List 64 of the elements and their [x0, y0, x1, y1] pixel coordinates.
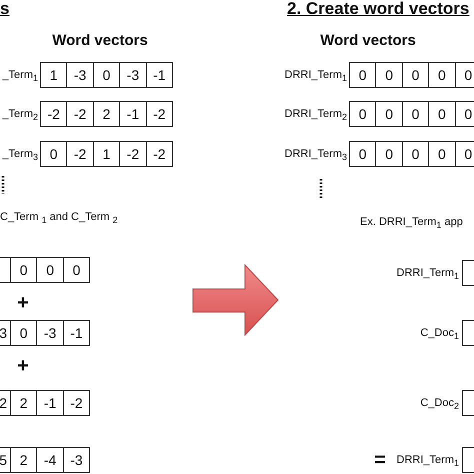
vector-cell: -3 — [36, 320, 64, 346]
plus-sign: + — [16, 293, 30, 313]
vector-cell: 0 — [454, 62, 474, 88]
vector-cell: 0 — [375, 101, 403, 127]
vector-cell: 0 — [92, 62, 120, 88]
vector-cell: 3 — [0, 320, 11, 346]
vector-cell: 2 — [0, 390, 11, 416]
vector-cell: 1 — [40, 62, 68, 88]
vector-cell: -1 — [36, 390, 64, 416]
vector-cell: 0 — [428, 141, 456, 167]
vector-cell: 0 — [402, 101, 430, 127]
row-label: DRRI_Term$_{1}$ — [396, 453, 460, 470]
vector-cell: 0 — [428, 62, 456, 88]
example-text: C_Term $_{1}$ and C_Term $_{2}$ — [0, 210, 119, 227]
plus-sign: + — [16, 356, 30, 376]
vector-cell: 0 — [375, 62, 403, 88]
vector-cell: 0 — [349, 62, 376, 88]
vector-cell: -2 — [146, 101, 173, 127]
vector-cell: 0 — [454, 141, 474, 167]
table-heading: Word vectors — [51, 32, 149, 50]
vector-cell: 2 — [10, 447, 38, 473]
vector-cell: -3 — [119, 62, 147, 88]
vector-cell: 5 — [0, 447, 11, 473]
vector-cell: 0 — [62, 257, 90, 283]
row-label: DRRI_Term$_{3}$ — [284, 147, 348, 164]
panel-heading: 2. Create word vectors — [287, 0, 470, 18]
vector-cell: 0 — [10, 257, 38, 283]
row-label: _Term$_{3}$ — [1, 147, 39, 164]
vector-cell: 0 — [349, 141, 376, 167]
vector-cell: -2 — [40, 101, 68, 127]
vector-cell: 0 — [36, 257, 64, 283]
vector-cell: 0 — [10, 320, 38, 346]
vector-cell: 1 — [92, 141, 120, 167]
row-label: C_Doc$_{1}$ — [419, 326, 460, 344]
equals-sign: = — [373, 448, 387, 473]
row-label: _Term$_{2}$ — [1, 107, 39, 124]
vector-cell: 2 — [92, 101, 120, 127]
row-label: C_Doc$_{2}$ — [419, 396, 460, 414]
table-heading: Word vectors — [319, 32, 417, 50]
vector-cell: -2 — [66, 101, 94, 127]
vector-cell: -3 — [66, 62, 94, 88]
vector-cell: 0 — [349, 101, 376, 127]
vector-cell: 0 — [454, 101, 474, 127]
vector-cell: -2 — [146, 141, 173, 167]
row-label: DRRI_Term$_{1}$ — [284, 68, 348, 86]
row-label: _Term$_{1}$ — [1, 68, 39, 86]
vector-cell: -2 — [119, 141, 147, 167]
vector-cell: 0 — [402, 141, 430, 167]
vector-cell: 0 — [428, 101, 456, 127]
example-text: Ex. DRRI_Term$_{1}$ app — [360, 215, 464, 232]
vector-cell: -1 — [119, 101, 147, 127]
row-label: DRRI_Term$_{1}$ — [396, 266, 460, 284]
vector-cell: 0 — [40, 141, 68, 167]
vector-cell: -1 — [62, 320, 90, 346]
row-label: DRRI_Term$_{2}$ — [284, 107, 348, 124]
vector-cell: -1 — [146, 62, 173, 88]
vector-cell: 0 — [402, 62, 430, 88]
vector-cell: 0 — [375, 141, 403, 167]
vector-cell: 2 — [10, 390, 38, 416]
vector-cell: -3 — [62, 447, 90, 473]
panel-heading: s — [0, 0, 10, 18]
vector-cell: -4 — [36, 447, 64, 473]
vector-cell: -2 — [62, 390, 90, 416]
vector-cell: -2 — [66, 141, 94, 167]
